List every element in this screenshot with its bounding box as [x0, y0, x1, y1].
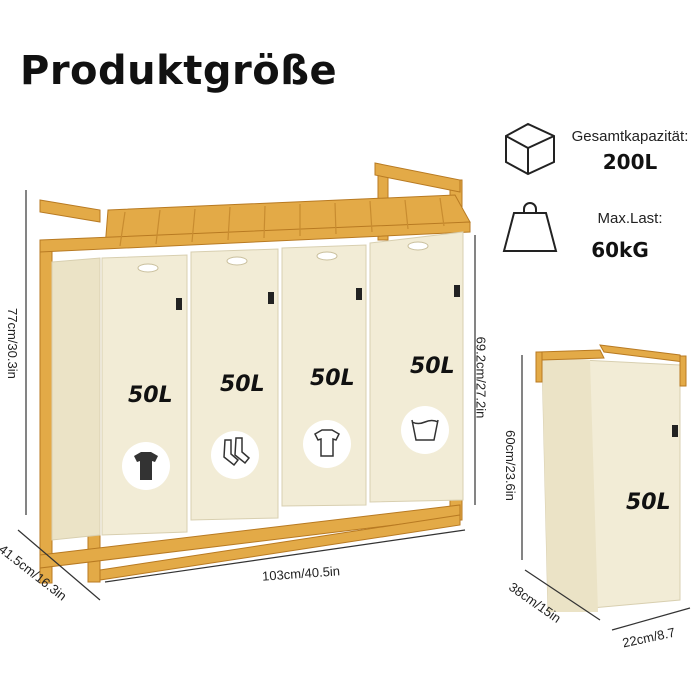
bag-icons	[122, 406, 449, 490]
bag-volume: 50L	[410, 354, 455, 379]
total-height-label: 77cm/30.3in	[5, 308, 20, 379]
shelf-slats	[119, 197, 445, 247]
bag-height-label: 69.2cm/27.2in	[473, 336, 489, 419]
max-load-value: 60kG	[591, 238, 649, 262]
bag-volume: 50L	[220, 372, 265, 397]
page-title: Produktgröße	[20, 48, 338, 94]
tshirt-filled-icon	[134, 452, 158, 480]
bag-tags	[176, 285, 460, 310]
weight-icon	[502, 202, 558, 252]
socks-icon	[223, 437, 251, 467]
bag-handles	[137, 241, 429, 273]
bag-volume: 50L	[128, 383, 173, 408]
capacity-value: 200L	[602, 150, 658, 174]
single-bag-volume: 50L	[626, 490, 671, 515]
dimension-lines	[17, 190, 691, 631]
capacity-label: Gesamtkapazität:	[571, 128, 689, 145]
single-bag-frame	[535, 344, 687, 387]
bag-volume: 50L	[310, 366, 355, 391]
tshirt-outline-icon	[314, 429, 340, 457]
max-load-label: Max.Last:	[597, 210, 663, 227]
cube-icon	[505, 122, 555, 176]
washing-30-icon	[411, 419, 439, 441]
single-bag-height-label: 60cm/23.6in	[502, 430, 518, 501]
